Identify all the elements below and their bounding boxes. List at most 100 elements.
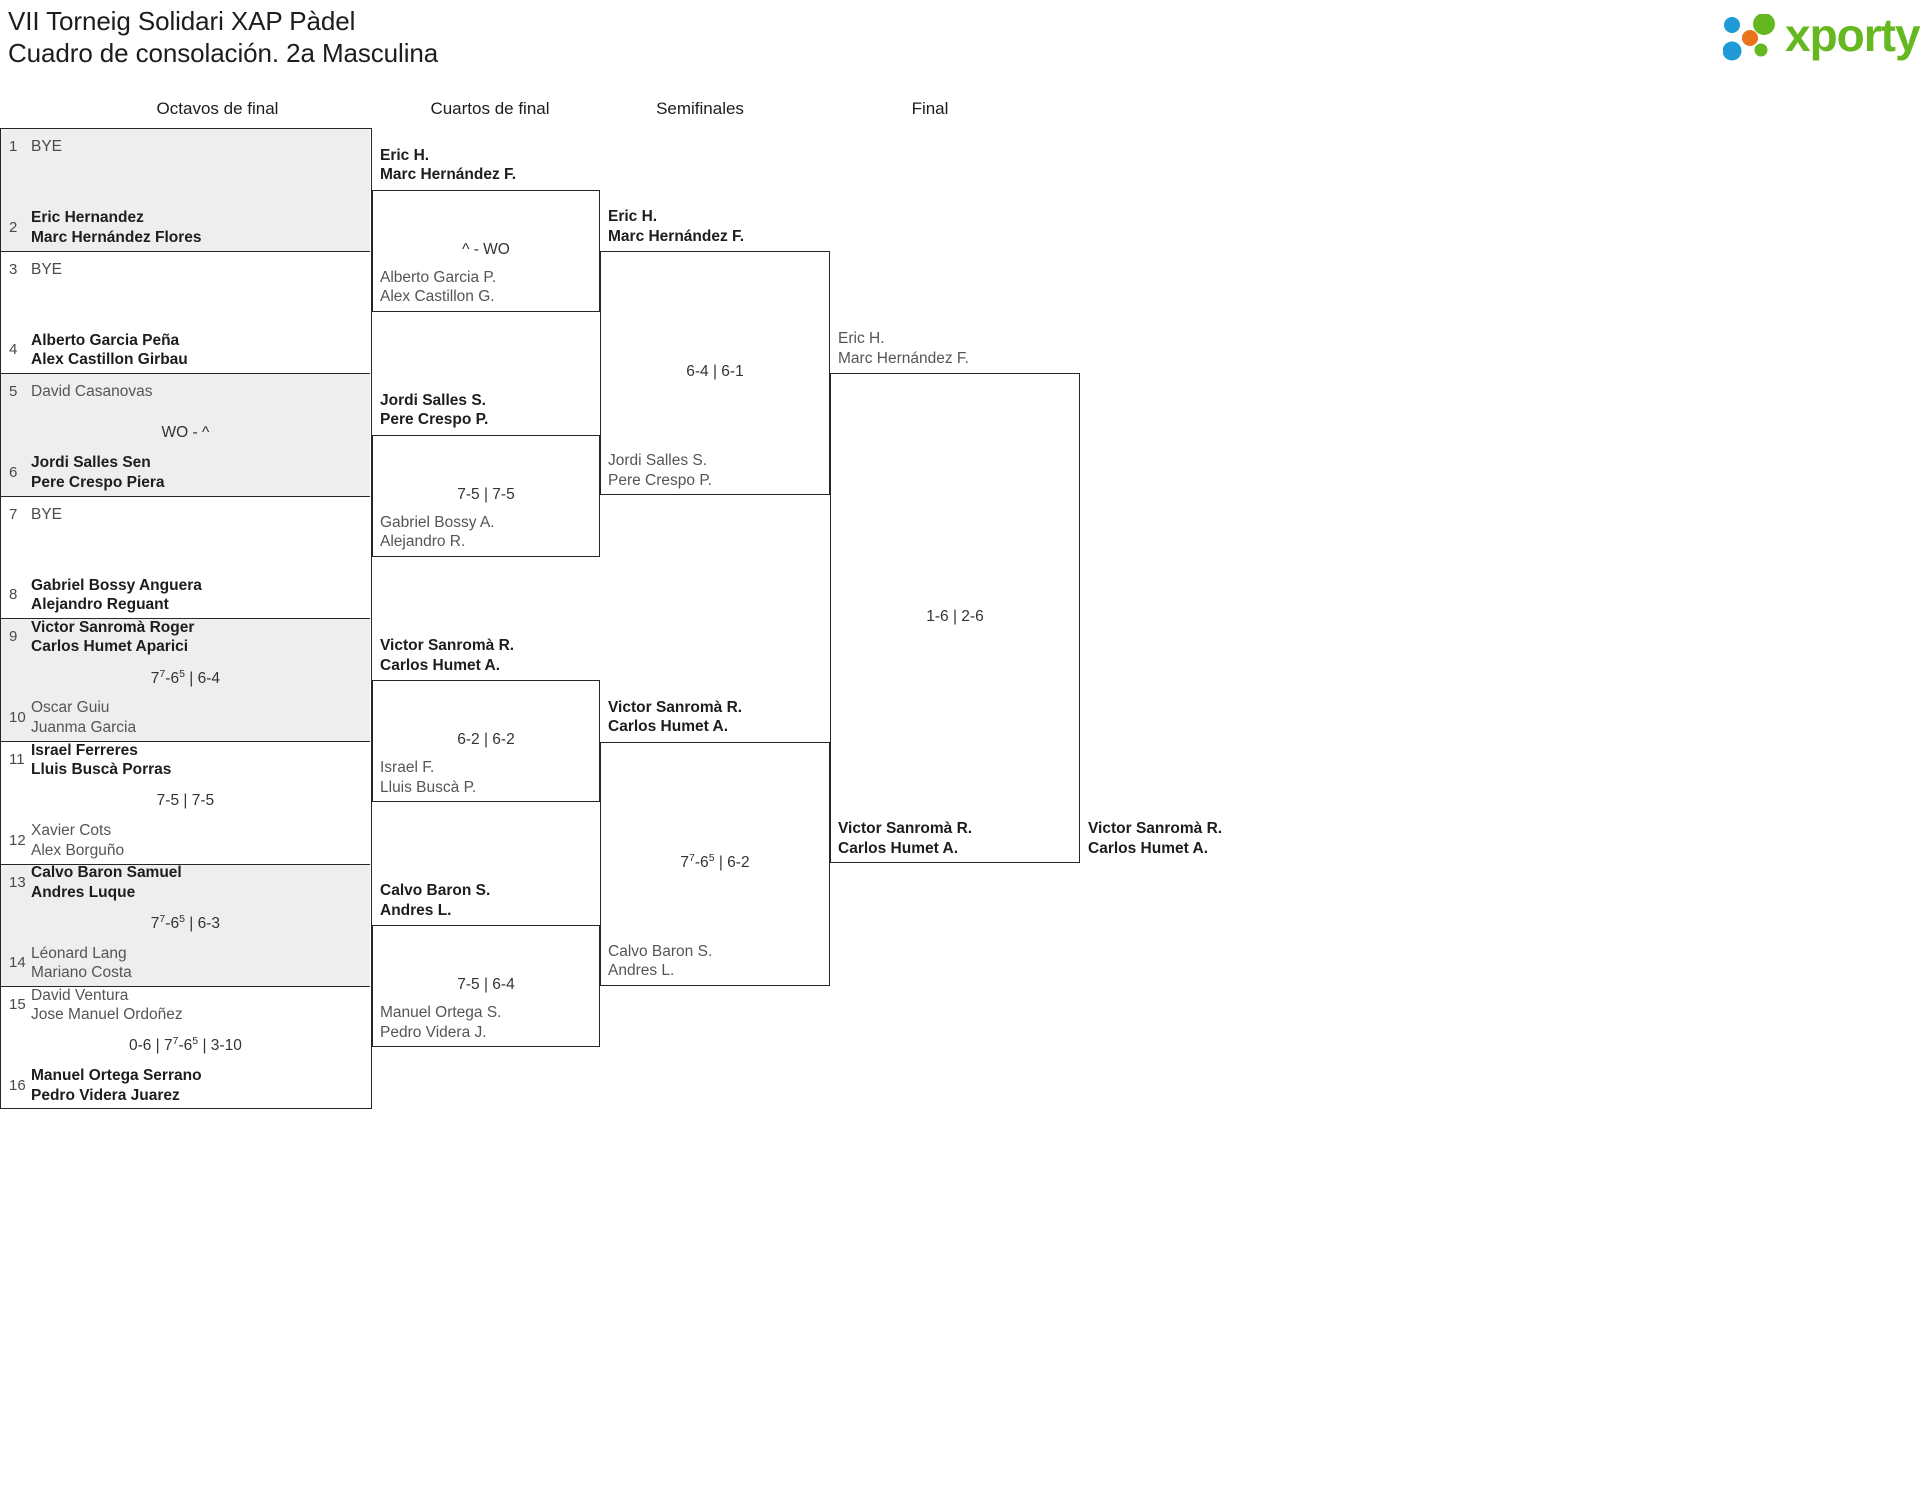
round-header-octavos: Octavos de final (156, 99, 279, 118)
sf-team-bottom[interactable]: Jordi Salles S.Pere Crespo P. (608, 451, 712, 490)
player-name: BYE (31, 138, 63, 155)
team-names: Alberto Garcia P.Alex Castillon G. (380, 268, 496, 307)
player-name: Carlos Humet Aparici (31, 638, 189, 656)
match-score: 77-65 | 6-4 (150, 667, 220, 687)
player-name: Jordi Salles S. (380, 391, 486, 409)
sf-team-top[interactable]: Eric H.Marc Hernández F. (608, 207, 744, 246)
qf-team-bottom[interactable]: Israel F.Lluis Buscà P. (380, 758, 476, 797)
player-name: Calvo Baron Samuel (31, 864, 182, 882)
seed-number: 13 (9, 873, 26, 891)
match-score: WO - ^ (161, 424, 210, 442)
seed-number: 10 (9, 708, 26, 726)
f-match-box[interactable]: 1-6 | 2-6 (830, 373, 1080, 864)
player-name: Eric Hernandez (31, 209, 144, 227)
player-name: Lluis Buscà Porras (31, 761, 172, 778)
qf-match-box[interactable]: 7-5 | 6-4 (372, 925, 600, 1048)
seed-number: 8 (9, 586, 18, 604)
player-name: Gabriel Bossy Anguera (31, 576, 202, 594)
seed-number: 14 (9, 954, 26, 972)
match-score: 77-65 | 6-3 (150, 912, 220, 932)
sf-team-top[interactable]: Victor Sanromà R.Carlos Humet A. (608, 698, 742, 737)
logo-wordmark: xporty (1785, 9, 1920, 61)
qf-team-bottom[interactable]: Gabriel Bossy A.Alejandro R. (380, 513, 495, 552)
qf-team-top[interactable]: Victor Sanromà R.Carlos Humet A. (380, 636, 514, 675)
player-name: Pedro Videra Juarez (31, 1086, 180, 1104)
team-names: Eric H.Marc Hernández F. (380, 146, 516, 185)
match-score: 6-2 | 6-2 (457, 731, 515, 748)
player-name: Victor Sanromà R. (1088, 820, 1223, 838)
round-header-cuartos: Cuartos de final (430, 99, 550, 118)
f-team-bottom[interactable]: Victor Sanromà R.Carlos Humet A. (838, 819, 972, 858)
sf-match-box[interactable]: 6-4 | 6-1 (600, 251, 830, 496)
team-names: Jordi Salles S.Pere Crespo P. (608, 451, 712, 490)
match-score: 0-6 | 77-65 | 3-10 (128, 1035, 242, 1055)
team-names: Calvo Baron S.Andres L. (380, 881, 490, 920)
qf-team-top[interactable]: Eric H.Marc Hernández F. (380, 146, 516, 185)
team-names: Victor Sanromà R.Carlos Humet A. (838, 819, 972, 858)
qf-match-box[interactable]: 6-2 | 6-2 (372, 680, 600, 802)
seed-number: 1 (9, 138, 18, 155)
match-score: 1-6 | 2-6 (926, 608, 984, 626)
sf-team-bottom[interactable]: Calvo Baron S.Andres L. (608, 942, 712, 981)
team-names: Manuel Ortega S.Pedro Videra J. (380, 1003, 501, 1042)
player-name: Eric H. (838, 330, 885, 348)
r16-slot-top[interactable]: 1 BYE (1, 125, 370, 169)
player-name: Marc Hernández F. (608, 227, 745, 245)
seed-number: 5 (9, 383, 18, 401)
sf-match-box[interactable]: 77-65 | 6-2 (600, 741, 830, 986)
team-names: Calvo Baron S.Andres L. (608, 942, 712, 981)
qf-match-box[interactable]: ^ - WO (372, 189, 600, 312)
xporty-logo[interactable]: xporty (1723, 8, 1920, 64)
player-name: Israel F. (380, 759, 435, 776)
player-name: Gabriel Bossy A. (380, 513, 495, 531)
qf-team-bottom[interactable]: Alberto Garcia P.Alex Castillon G. (380, 268, 496, 307)
qf-team-top[interactable]: Calvo Baron S.Andres L. (380, 881, 490, 920)
qf-team-top[interactable]: Jordi Salles S.Pere Crespo P. (380, 391, 488, 430)
f-team-top[interactable]: Eric H.Marc Hernández F. (838, 329, 969, 368)
seed-number: 12 (9, 831, 26, 849)
team-names: BYE (31, 248, 364, 292)
team-names: Gabriel Bossy A.Alejandro R. (380, 513, 495, 552)
player-name: Manuel Ortega S. (380, 1004, 502, 1022)
player-name: Jose Manuel Ordoñez (31, 1006, 183, 1024)
qf-match-box[interactable]: 7-5 | 7-5 (372, 434, 600, 557)
player-name: Jordi Salles Sen (31, 454, 151, 472)
team-names: Victor Sanromà R.Carlos Humet A. (1088, 819, 1222, 858)
champion-label[interactable]: Victor Sanromà R.Carlos Humet A. (1088, 819, 1222, 858)
player-name: Victor Sanromà R. (838, 820, 973, 838)
player-name: Victor Sanromà Roger (31, 618, 195, 636)
qf-team-bottom[interactable]: Manuel Ortega S.Pedro Videra J. (380, 1003, 501, 1042)
player-name: Alex Castillon Girbau (31, 351, 188, 369)
player-name: Eric H. (380, 146, 430, 164)
